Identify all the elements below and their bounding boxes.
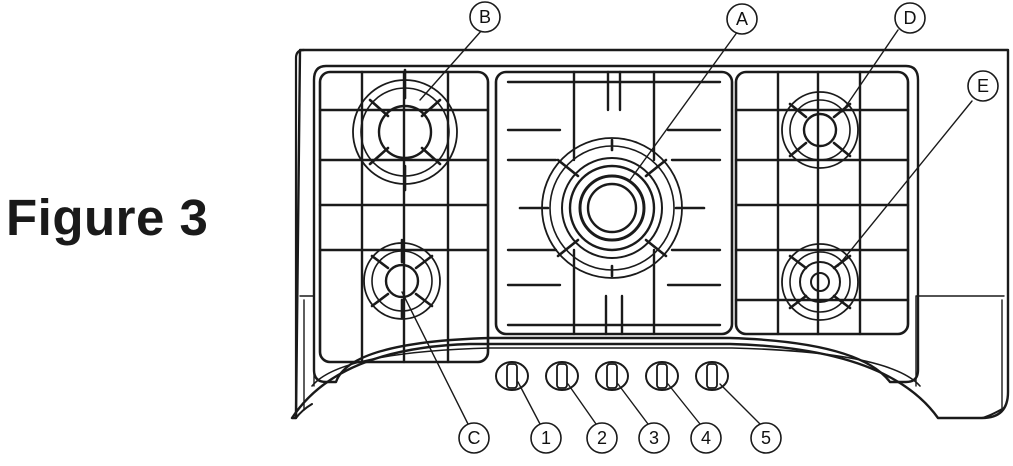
- callout-e-circle: [967, 70, 999, 102]
- callout-d-label: D: [904, 8, 917, 28]
- callout-b-label: B: [479, 7, 491, 27]
- knob-1: [495, 361, 529, 391]
- hob-front-edge: [295, 403, 1005, 419]
- right-grate-frame: [734, 70, 910, 336]
- burner-a: [518, 137, 706, 279]
- right-grate-grid: [734, 70, 910, 336]
- leader-lines: [401, 29, 973, 425]
- callout-5-label: 5: [761, 428, 771, 448]
- callout-a-circle: [726, 3, 758, 35]
- callout-b-circle: [469, 1, 501, 33]
- middle-grate-grid: [506, 70, 722, 336]
- burner-c: [363, 238, 441, 320]
- callout-1-label: 1: [541, 428, 551, 448]
- hob-front-panel: [311, 347, 921, 387]
- knob-2: [545, 361, 579, 391]
- middle-grate-frame: [494, 70, 734, 336]
- callout-4-circle: [690, 422, 722, 454]
- callout-e-label: E: [977, 76, 989, 96]
- callout-2-circle: [586, 422, 618, 454]
- knob-3: [595, 361, 629, 391]
- left-grate-grid: [318, 70, 490, 364]
- callout-4-label: 4: [701, 428, 711, 448]
- hob-corner-right: [915, 295, 1005, 409]
- burner-b: [352, 68, 458, 192]
- callout-a-label: A: [736, 9, 748, 29]
- callout-d-circle: [894, 2, 926, 34]
- callout-5-circle: [750, 422, 782, 454]
- knob-5: [695, 361, 729, 391]
- callout-3-circle: [638, 422, 670, 454]
- knob-4: [645, 361, 679, 391]
- hob-outer-frame-base: [294, 48, 306, 420]
- callout-3-label: 3: [649, 428, 659, 448]
- callout-1-circle: [530, 422, 562, 454]
- inner-surface: [312, 64, 920, 384]
- burner-d: [781, 91, 859, 169]
- callout-2-label: 2: [597, 428, 607, 448]
- hob-outer-frame: [290, 48, 1010, 420]
- figure-title: Figure 3: [6, 189, 209, 246]
- callout-c-label: C: [468, 428, 481, 448]
- callout-c-circle: [458, 422, 490, 454]
